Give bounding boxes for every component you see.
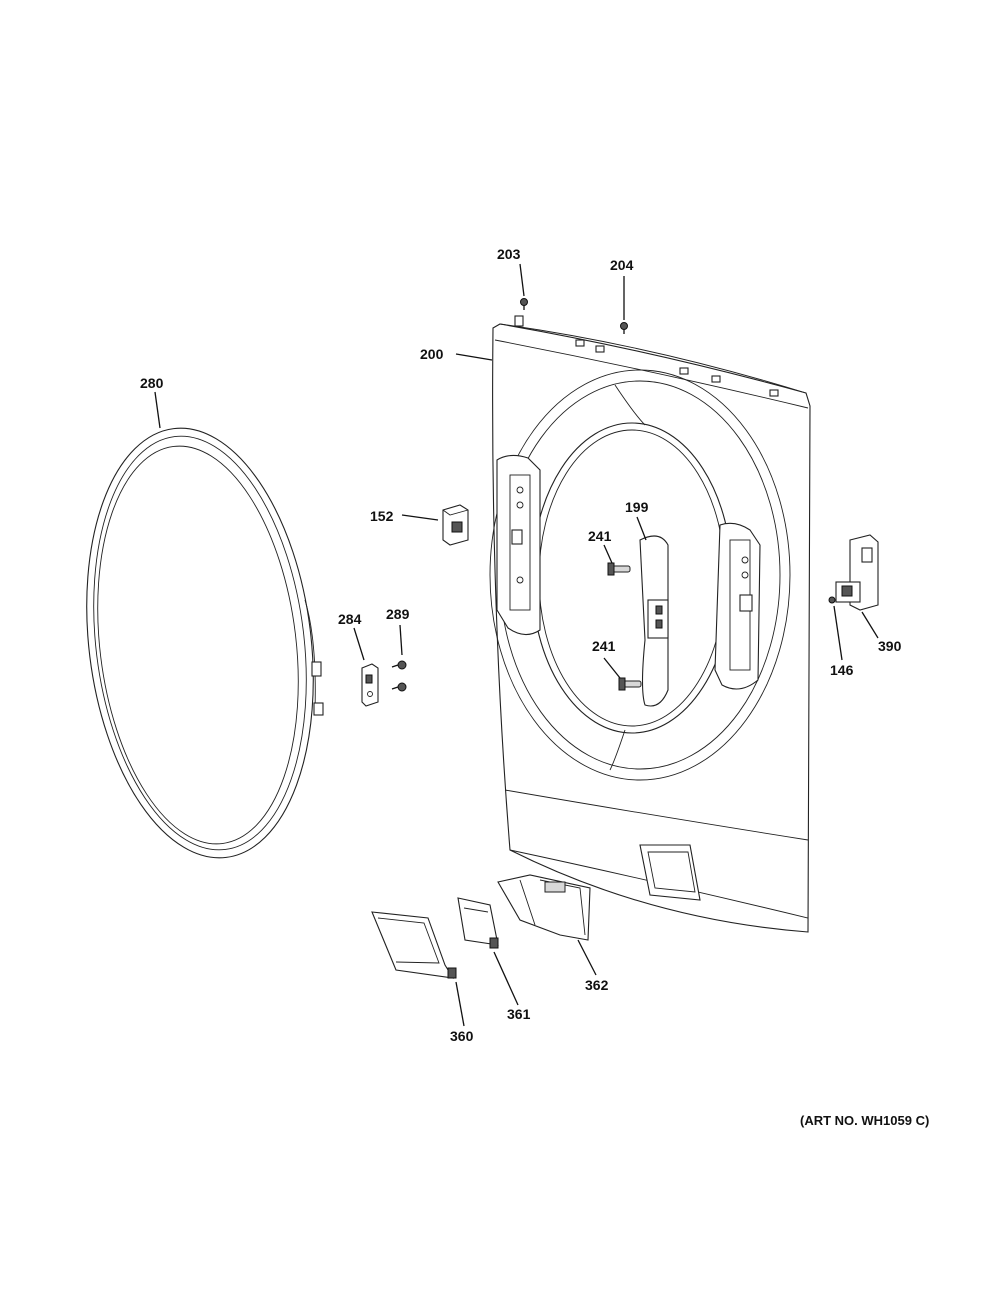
screw-146 xyxy=(828,596,836,604)
screw-241-upper xyxy=(607,562,631,576)
callout-280: 280 xyxy=(140,375,164,391)
screw-241-lower xyxy=(618,677,642,691)
dispenser-bracket-361 xyxy=(457,897,499,949)
screw-204 xyxy=(620,322,628,334)
callout-204: 204 xyxy=(610,257,634,273)
callout-289: 289 xyxy=(386,606,410,622)
callout-241-lower: 241 xyxy=(592,638,616,654)
door-ring-280 xyxy=(86,427,324,859)
screws-289 xyxy=(391,660,407,692)
callout-203: 203 xyxy=(497,246,521,262)
callout-390: 390 xyxy=(878,638,902,654)
callout-152: 152 xyxy=(370,508,394,524)
callout-200: 200 xyxy=(420,346,444,362)
door-lock-390 xyxy=(835,534,879,611)
front-panel-200 xyxy=(489,315,811,933)
leader-lines xyxy=(154,263,879,1027)
dispenser-door-360 xyxy=(371,911,457,979)
callout-361: 361 xyxy=(507,1006,531,1022)
callout-199: 199 xyxy=(625,499,649,515)
art-number: (ART NO. WH1059 C) xyxy=(800,1113,930,1128)
dispenser-housing-362 xyxy=(497,874,591,941)
screw-203 xyxy=(520,298,528,310)
hinge-152 xyxy=(442,504,469,546)
callout-360: 360 xyxy=(450,1028,474,1044)
callout-284: 284 xyxy=(338,611,362,627)
door-hinge-284 xyxy=(361,663,379,707)
callout-362: 362 xyxy=(585,977,609,993)
callout-146: 146 xyxy=(830,662,854,678)
callout-241-upper: 241 xyxy=(588,528,612,544)
door-handle-199 xyxy=(639,535,669,707)
